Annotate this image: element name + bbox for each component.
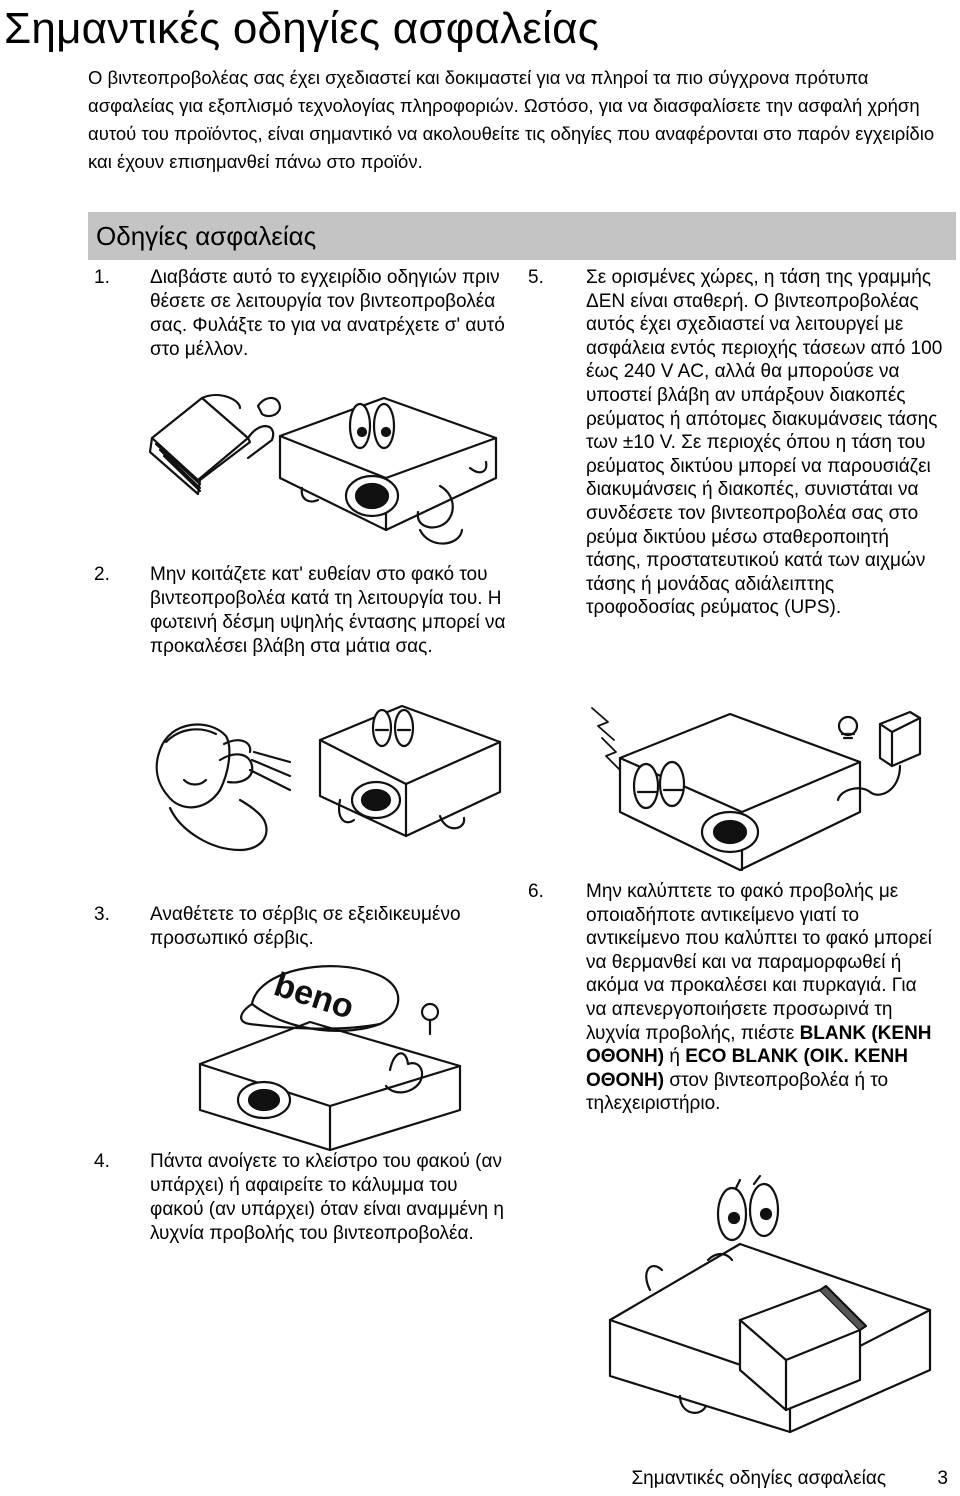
- safety-item-3: Αναθέτετε το σέρβις σε εξειδικευμένο προ…: [150, 904, 461, 949]
- safety-item-4: Πάντα ανοίγετε το κλείστρο του φακού (αν…: [150, 1151, 504, 1244]
- illustration-do-not-look-into-lens: [155, 704, 502, 852]
- page-number: 3: [937, 1468, 948, 1489]
- blank-key-label: BLANK (ΚΕΝΗ ΟΘΟΝΗ): [586, 1022, 932, 1068]
- item-number: 2.: [94, 564, 110, 585]
- item-number: 6.: [528, 881, 544, 902]
- item-6-text-a: Μην καλύπτετε το φακό προβολής με οποιαδ…: [586, 881, 932, 1044]
- item-number: 4.: [94, 1151, 110, 1172]
- illustration-service-projector: beno: [198, 965, 462, 1152]
- section-title: Οδηγίες ασφαλείας: [96, 221, 317, 251]
- illustration-stable-power: [591, 707, 922, 872]
- eco-blank-key-label: ECO BLANK (ΟΙΚ. ΚΕΝΗ ΟΘΟΝΗ): [586, 1046, 908, 1091]
- item-6-text-c: ή: [664, 1046, 686, 1068]
- item-number: 1.: [94, 267, 110, 288]
- safety-item-5: Σε ορισμένες χώρες, η τάση της γραμμής Δ…: [586, 267, 943, 619]
- safety-item-6: Μην καλύπτετε το φακό προβολής με οποιαδ…: [586, 880, 934, 1116]
- item-number: 3.: [94, 904, 110, 925]
- item-6-text-d: στον βιντεοπροβολέα ή το τηλεχειριστήριο…: [586, 1069, 889, 1115]
- illustration-read-manual: [148, 393, 498, 545]
- safety-item-2: Μην κοιτάζετε κατ' ευθείαν στο φακό του …: [150, 564, 506, 657]
- section-header-bar: [88, 212, 956, 260]
- item-number: 5.: [528, 267, 544, 288]
- illustration-do-not-cover-lens: [608, 1174, 932, 1434]
- safety-item-1: Διαβάστε αυτό το εγχειρίδιο οδηγιών πριν…: [150, 267, 505, 360]
- footer-section-title: Σημαντικές οδηγίες ασφαλείας: [631, 1468, 886, 1489]
- intro-paragraph: Ο βιντεοπροβολέας σας έχει σχεδιαστεί κα…: [88, 67, 935, 172]
- page-title: Σημαντικές οδηγίες ασφαλείας: [4, 4, 600, 53]
